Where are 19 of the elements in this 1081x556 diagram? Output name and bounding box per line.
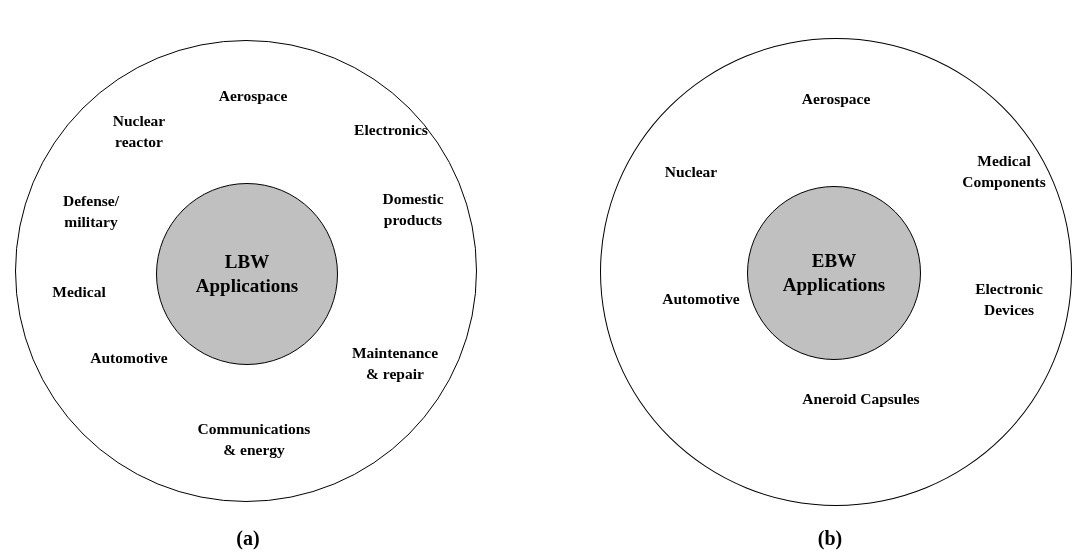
application-label: Automotive bbox=[661, 288, 741, 309]
panel-caption: (a) bbox=[236, 526, 260, 550]
center-title: LBW Applications bbox=[194, 250, 300, 298]
panel-caption: (b) bbox=[817, 526, 843, 550]
application-label: Automotive bbox=[89, 347, 169, 368]
application-label: Aerospace bbox=[800, 88, 872, 109]
application-label: Medical Components bbox=[961, 151, 1047, 192]
application-label: Nuclear bbox=[663, 161, 719, 182]
application-label: Nuclear reactor bbox=[111, 111, 167, 152]
application-label: Aerospace bbox=[217, 85, 289, 106]
application-label: Maintenance & repair bbox=[350, 343, 440, 384]
application-label: Electronic Devices bbox=[974, 279, 1044, 320]
application-label: Aneroid Capsules bbox=[801, 388, 921, 409]
application-label: Domestic products bbox=[381, 189, 445, 230]
application-label: Electronics bbox=[353, 119, 429, 140]
center-title: EBW Applications bbox=[781, 249, 887, 297]
application-label: Defense/ military bbox=[62, 191, 120, 232]
application-label: Medical bbox=[51, 281, 107, 302]
application-label: Communications & energy bbox=[196, 419, 312, 460]
